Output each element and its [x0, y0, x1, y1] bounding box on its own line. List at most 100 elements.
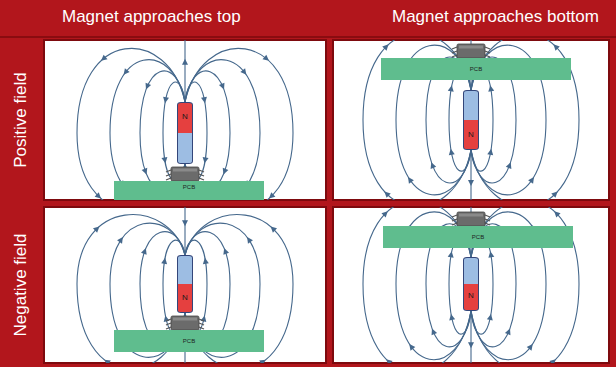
chip-body — [171, 316, 199, 330]
field-arrow — [448, 148, 455, 155]
row-heading: Negative field — [12, 233, 31, 336]
chip-lead — [452, 47, 457, 49]
field-arrow — [103, 357, 111, 363]
field-arrow — [162, 315, 169, 322]
chip-lead — [166, 174, 171, 176]
chip-lead — [166, 323, 171, 325]
magnet: N — [177, 255, 193, 313]
chip-lead — [199, 323, 204, 325]
field-line — [184, 40, 185, 102]
field-arrow — [382, 42, 390, 50]
field-arrow — [142, 168, 150, 176]
field-arrow — [240, 68, 248, 76]
chip-lead — [166, 178, 171, 180]
field-arrow — [487, 313, 494, 320]
field-arrow — [551, 42, 559, 50]
field-lines — [77, 207, 293, 363]
field-arrow — [468, 342, 474, 348]
field-arrow — [429, 327, 437, 335]
chip-lead — [199, 178, 204, 180]
chip-lead — [485, 219, 490, 221]
part-label: PCB — [183, 338, 195, 344]
sensor-chip — [166, 316, 204, 330]
part-label: N — [468, 292, 474, 300]
field-arrow — [381, 209, 389, 217]
field-arrow — [143, 83, 151, 91]
field-line — [184, 207, 185, 255]
column-heading: Magnet approaches top — [62, 8, 241, 27]
chip-highlight — [459, 46, 483, 49]
field-arrow — [202, 157, 209, 164]
panel — [44, 40, 326, 200]
sensor-chip — [452, 44, 490, 58]
field-arrow — [161, 257, 168, 264]
part-label: PCB — [472, 234, 484, 240]
field-arrow — [99, 55, 107, 63]
magnet: N — [463, 257, 479, 311]
field-arrow — [505, 327, 513, 335]
field-arrow — [219, 83, 227, 91]
chip-lead — [452, 223, 457, 225]
field-arrow — [406, 175, 414, 183]
field-arrow — [267, 192, 275, 200]
chip-lead — [452, 51, 457, 53]
magnet: N — [463, 90, 479, 150]
field-arrow — [245, 235, 253, 243]
pcb-board: PCB — [383, 226, 573, 248]
chip-lead — [199, 327, 204, 329]
chip-lead — [199, 174, 204, 176]
header-rule — [0, 36, 616, 38]
field-arrow — [202, 257, 209, 264]
field-arrow — [468, 180, 474, 186]
chip-lead — [166, 319, 171, 321]
chip-body — [457, 212, 485, 226]
field-line — [185, 48, 293, 200]
field-arrow — [506, 161, 514, 169]
field-arrow — [448, 85, 455, 92]
chip-lead — [166, 327, 171, 329]
chip-highlight — [173, 169, 197, 172]
field-line — [470, 311, 471, 363]
part-label: N — [468, 131, 474, 139]
field-arrow — [549, 357, 557, 363]
field-arrow — [487, 251, 494, 258]
chip-lead — [166, 170, 171, 172]
field-arrow — [552, 209, 560, 217]
field-lines — [363, 40, 579, 200]
part-label: PCB — [183, 184, 195, 190]
field-arrow — [95, 192, 103, 200]
field-arrow — [259, 357, 267, 363]
part-label: N — [182, 113, 188, 121]
field-arrow — [527, 342, 535, 350]
field-arrow — [161, 157, 168, 164]
chip-lead — [485, 55, 490, 57]
chip-highlight — [173, 318, 197, 321]
chip-lead — [199, 319, 204, 321]
chip-body — [457, 44, 485, 58]
field-arrow — [407, 342, 415, 350]
pcb-board: PCB — [114, 181, 264, 200]
chip-lead — [199, 170, 204, 172]
field-arrow — [141, 247, 149, 255]
field-line — [470, 150, 471, 200]
chip-lead — [485, 51, 490, 53]
part-label: N — [182, 294, 188, 302]
chip-lead — [452, 215, 457, 217]
sensor-chip — [452, 212, 490, 226]
field-arrow — [487, 85, 494, 92]
field-arrow — [448, 251, 455, 258]
field-lines — [363, 207, 579, 363]
part-label: PCB — [470, 66, 482, 72]
field-arrow — [428, 161, 436, 169]
field-arrow — [221, 168, 229, 176]
pcb-board: PCB — [114, 330, 264, 352]
field-arrow — [200, 315, 207, 322]
chip-lead — [485, 47, 490, 49]
column-heading: Magnet approaches bottom — [392, 8, 599, 27]
field-arrow — [551, 189, 559, 197]
field-arrow — [93, 224, 101, 232]
field-arrow — [221, 247, 229, 255]
field-arrow — [382, 189, 390, 197]
